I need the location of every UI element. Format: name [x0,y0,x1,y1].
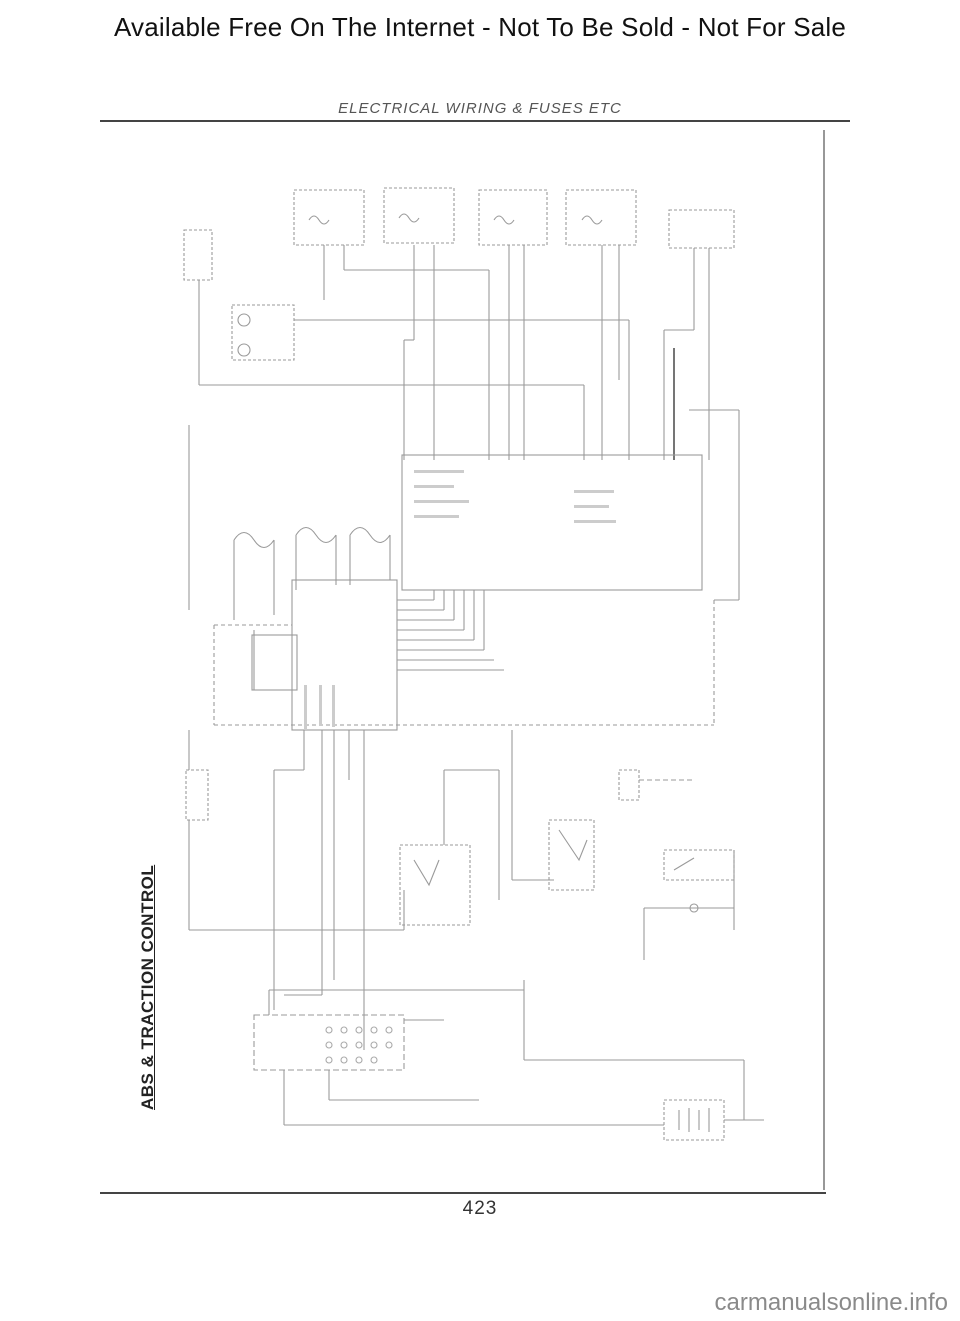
diagram-pin-labels [304,470,616,730]
bottom-rule [100,1192,826,1194]
wiring-diagram [104,130,826,1190]
wiring-diagram-svg [183,130,825,1190]
site-watermark: carmanualsonline.info [714,1289,948,1316]
section-header: ELECTRICAL WIRING & FUSES ETC [338,100,622,117]
diagram-title: ABS & TRACTION CONTROL [138,864,157,1110]
top-rule [100,120,850,122]
page-number: 423 [462,1198,498,1219]
free-banner: Available Free On The Internet - Not To … [113,12,847,42]
